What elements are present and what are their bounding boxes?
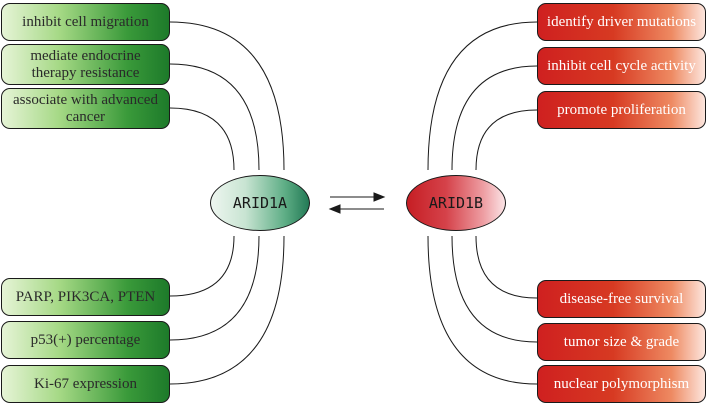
effect-box-cell-cycle: inhibit cell cycle activity [537, 47, 706, 85]
node-label: ARID1B [428, 194, 484, 212]
connector-arc [169, 21, 285, 171]
marker-box-tumor-size-grade: tumor size & grade [537, 323, 706, 361]
box-label: p53(+) percentage [30, 331, 141, 348]
connector-arc [451, 235, 538, 343]
connector-arc [169, 235, 235, 297]
connector-arc [169, 63, 260, 171]
connector-arc [169, 235, 260, 341]
box-label: inhibit cell migration [22, 13, 149, 30]
connector-arc [427, 235, 538, 385]
connector-arc [169, 107, 235, 171]
node-label: ARID1A [232, 194, 288, 212]
arrow-right-icon [373, 192, 386, 202]
connector-arc [427, 21, 538, 171]
connector-arc [475, 109, 538, 171]
effect-box-driver-mutations: identify driver mutations [537, 3, 706, 41]
box-label: associate with advanced cancer [13, 91, 158, 125]
effect-box-inhibit-cell-migration: inhibit cell migration [1, 3, 170, 41]
box-label: disease-free survival [559, 290, 684, 307]
box-label: PARP, PIK3CA, PTEN [15, 288, 156, 305]
marker-box-p53: p53(+) percentage [1, 321, 170, 359]
marker-box-parp-pik3ca-pten: PARP, PIK3CA, PTEN [1, 278, 170, 316]
box-label: nuclear polymorphism [553, 375, 690, 392]
connector-arc [169, 235, 285, 385]
box-label: promote proliferation [557, 101, 686, 118]
effect-box-advanced-cancer: associate with advanced cancer [1, 88, 170, 129]
node-arid1b: ARID1B [406, 175, 506, 231]
box-label: inhibit cell cycle activity [547, 57, 696, 74]
marker-box-ki67: Ki-67 expression [1, 365, 170, 403]
box-label: mediate endocrine therapy resistance [30, 47, 141, 81]
box-label: identify driver mutations [546, 13, 697, 30]
marker-box-nuclear-polymorphism: nuclear polymorphism [537, 365, 706, 403]
connector-arc [451, 65, 538, 171]
connector-arc [475, 235, 538, 299]
effect-box-endocrine-resistance: mediate endocrine therapy resistance [1, 44, 170, 85]
box-label: Ki-67 expression [34, 375, 137, 392]
marker-box-disease-free-survival: disease-free survival [537, 280, 706, 318]
arrow-left-icon [328, 204, 341, 214]
effect-box-proliferation: promote proliferation [537, 91, 706, 129]
node-arid1a: ARID1A [210, 175, 310, 231]
box-label: tumor size & grade [563, 333, 680, 350]
